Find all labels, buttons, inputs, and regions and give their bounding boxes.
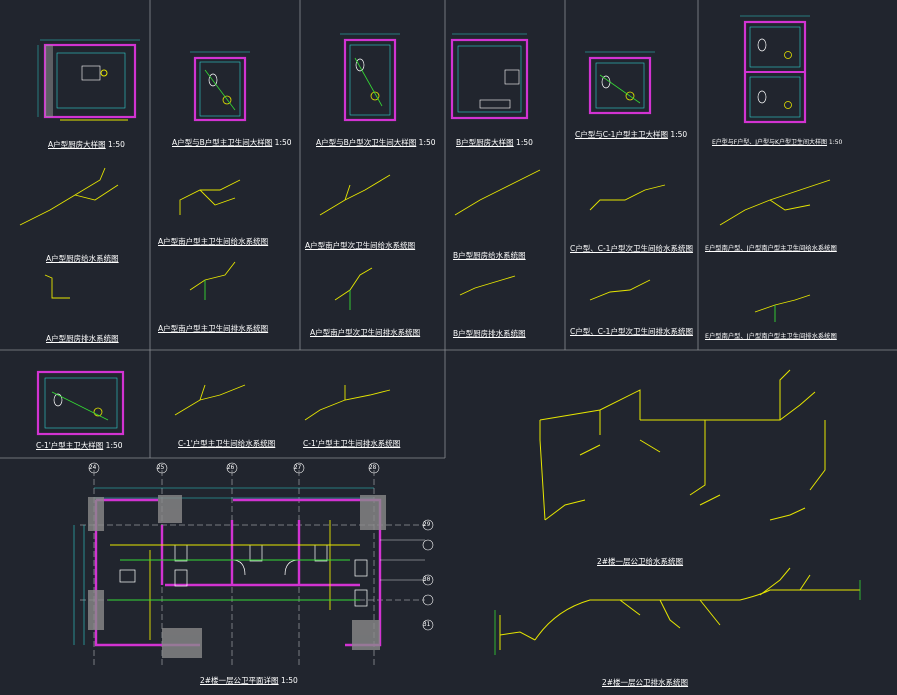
- plan-c-bath: [585, 51, 655, 115]
- iso-sketches-top: [19, 167, 831, 322]
- plan-a-bath: [190, 51, 250, 122]
- label-b-kitchen-supply: B户型厨房给水系统图: [453, 251, 526, 260]
- label-a-kitchen-supply: A户型厨房给水系统图: [46, 254, 119, 263]
- grid-label: 25: [157, 464, 165, 471]
- label-a-kitchen-plan: A户型厨房大样图 1:50: [48, 140, 125, 149]
- label-public-supply: 2#楼一层公卫给水系统图: [597, 557, 684, 566]
- label-c-bath-plan: C户型与C-1户型主卫大样图 1:50: [575, 130, 688, 139]
- label-a-second-supply: A户型南户型次卫生间给水系统图: [305, 241, 416, 250]
- grid-label: 31: [423, 621, 431, 628]
- public-drain-stacks: [494, 580, 861, 655]
- label-ej-drain: E户型南户型、J户型南户型主卫生间排水系统图: [705, 333, 837, 340]
- label-ab-second-bath-plan: A户型与B户型次卫生间大样图 1:50: [316, 138, 436, 147]
- label-c-second-drain: C户型、C-1户型次卫生间排水系统图: [570, 327, 693, 336]
- label-public-drain: 2#楼一层公卫排水系统图: [602, 678, 689, 687]
- label-public-plan: 2#楼一层公卫平面详图 1:50: [200, 676, 298, 685]
- label-a-kitchen-drain: A户型厨房排水系统图: [46, 334, 119, 343]
- label-a-bath-drain: A户型南户型主卫生间排水系统图: [158, 324, 269, 333]
- grid-label: 24: [89, 464, 97, 471]
- label-ej-supply: E户型南户型、J户型南户型主卫生间给水系统图: [705, 245, 837, 252]
- panel-borders: [0, 0, 897, 459]
- plan-a-kitchen: [37, 39, 140, 121]
- plan-c1-bath: [36, 370, 125, 436]
- label-a-second-drain: A户型南户型次卫生间排水系统图: [310, 328, 421, 337]
- grid-label: 26: [227, 464, 235, 471]
- label-a-bath-supply: A户型南户型主卫生间给水系统图: [158, 237, 269, 246]
- label-c-second-supply: C户型、C-1户型次卫生间给水系统图: [570, 244, 693, 253]
- label-b-kitchen-drain: B户型厨房排水系统图: [453, 329, 526, 338]
- grid-label: 28: [369, 464, 377, 471]
- label-c1-supply: C-1'户型主卫生间给水系统图: [178, 439, 276, 448]
- label-b-kitchen-plan: B户型厨房大样图 1:50: [456, 138, 533, 147]
- label-a-bath-plan: A户型与B户型主卫生间大样图 1:50: [172, 138, 292, 147]
- public-supply-iso: [539, 369, 826, 521]
- plan-ab-second-bath: [340, 33, 400, 122]
- label-c1-drain: C-1'户型主卫生间排水系统图: [303, 439, 401, 448]
- grid-label: 29: [423, 521, 431, 528]
- public-drain-iso: [499, 567, 860, 650]
- public-plan: [73, 462, 434, 668]
- grid-label: 30: [423, 576, 431, 583]
- iso-sketches-middle: [174, 384, 391, 421]
- plan-b-kitchen: [450, 33, 529, 120]
- label-ej-bath-plan: E户型与F户型、J户型与K户型卫生间大样图 1:50: [712, 139, 843, 146]
- plan-ej-bath: [740, 15, 810, 124]
- grid-label: 27: [294, 464, 302, 471]
- label-c1-bath-plan: C-1'户型主卫大样图 1:50: [36, 441, 123, 450]
